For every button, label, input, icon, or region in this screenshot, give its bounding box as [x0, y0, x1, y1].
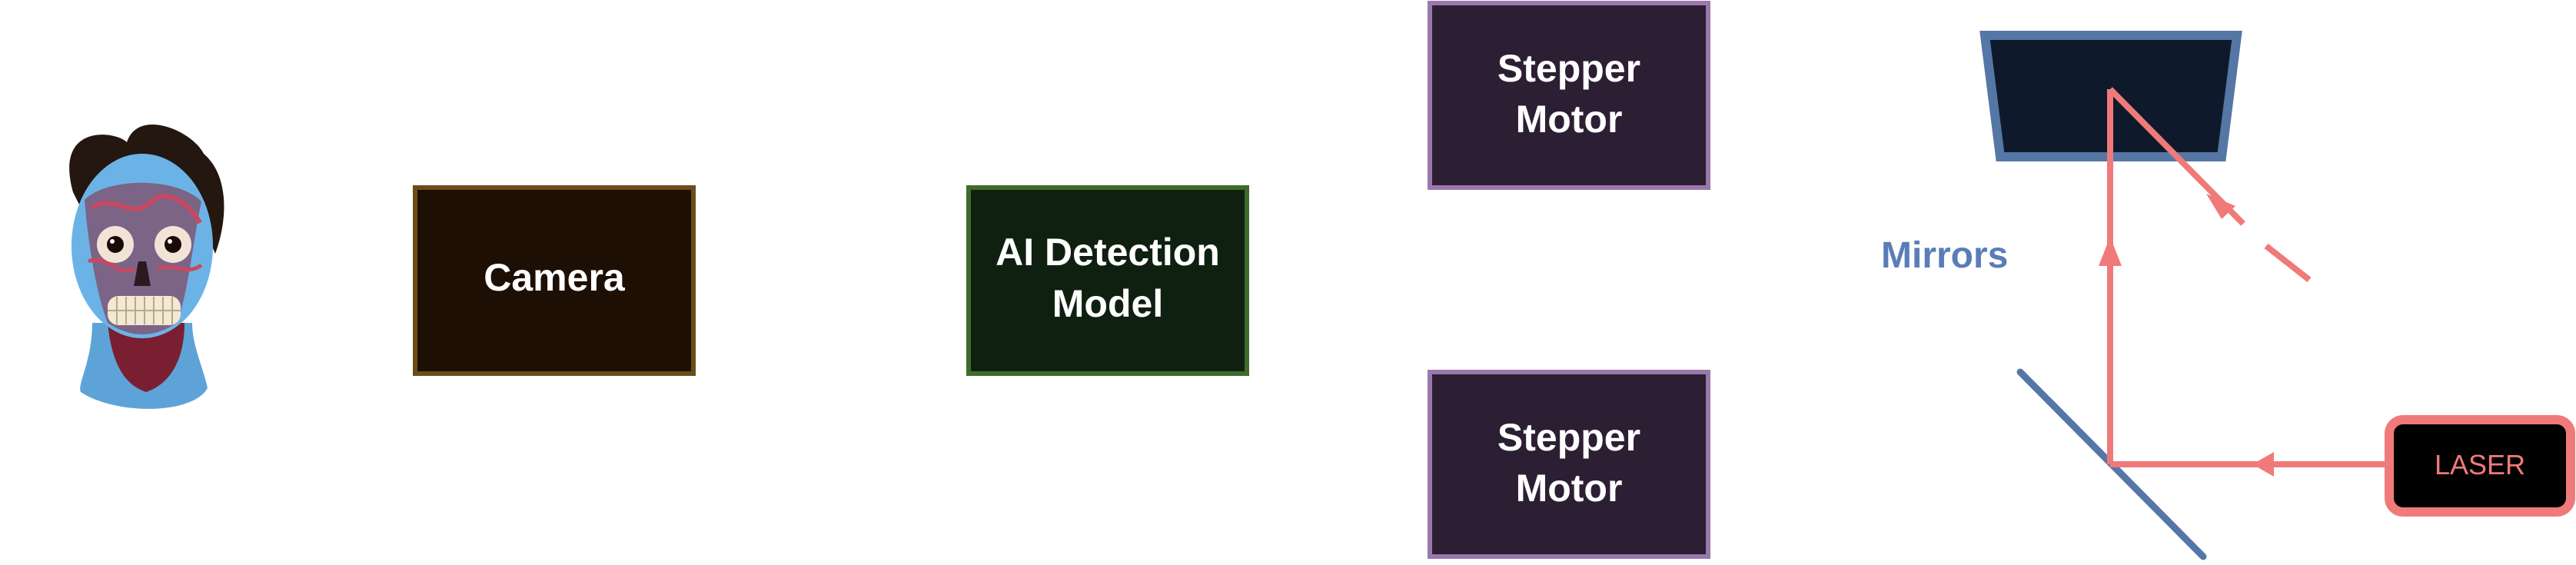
mirrors-label: Mirrors	[1881, 235, 2008, 276]
stepper-bottom-label-line2: Motor	[1516, 467, 1623, 510]
camera-label: Camera	[484, 256, 626, 299]
ai-detection-label-line2: Model	[1052, 282, 1163, 325]
camera-box: Camera	[413, 185, 696, 376]
stepper-top-label-line1: Stepper	[1497, 47, 1640, 90]
beam-arrow-left-icon	[2252, 452, 2274, 477]
beam-arrow-up-icon	[2099, 237, 2122, 266]
stepper-motor-top-box: Stepper Motor	[1428, 1, 1710, 190]
laser-label: LASER	[2435, 449, 2525, 480]
stepper-top-label-line2: Motor	[1516, 98, 1623, 141]
stepper-motor-bottom-box: Stepper Motor	[1428, 370, 1710, 559]
stepper-bottom-label-line1: Stepper	[1497, 416, 1640, 459]
ai-detection-label-line1: AI Detection	[995, 231, 1220, 274]
laser-beam-path	[2099, 87, 2391, 477]
laser-box: LASER	[2385, 415, 2575, 517]
alien-face-icon	[69, 125, 224, 409]
beam-arrow-diagonal-icon	[2206, 194, 2235, 219]
ai-detection-model-box: AI Detection Model	[966, 185, 1249, 376]
